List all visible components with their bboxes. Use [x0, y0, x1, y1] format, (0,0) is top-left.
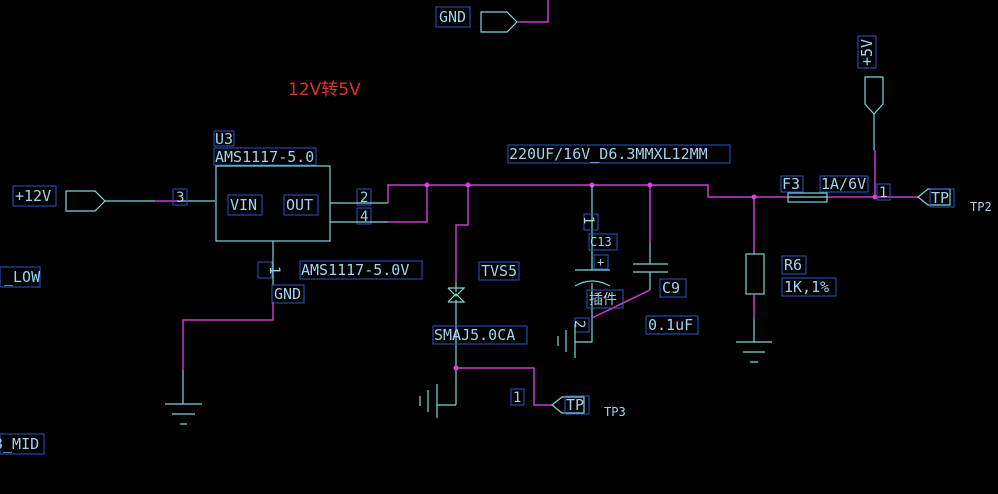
- c13-capacitor[interactable]: 1 C13 + 插件 2: [571, 185, 624, 333]
- u3-pin-gnd-number: 1: [266, 266, 282, 274]
- c13-c9-return-wire: [591, 289, 651, 319]
- tp3-ref: TP3: [604, 405, 626, 419]
- net-low-label: _LOW: [4, 268, 41, 286]
- gnd-symbol-c13: [557, 318, 593, 358]
- r6-value: 1K,1%: [784, 278, 829, 296]
- vout-5v-port-symbol: [864, 76, 884, 115]
- vin-12v-label: +12V: [15, 187, 51, 205]
- gnd-top-wire: [517, 0, 549, 23]
- tvs5-value: SMAJ5.0CA: [434, 326, 515, 344]
- net-low-label-group: _LOW: [0, 266, 41, 288]
- gnd-top-port-symbol: [480, 11, 518, 33]
- tp2-testpoint[interactable]: 1 TP TP2: [876, 183, 992, 214]
- tp3-label: TP: [566, 396, 584, 414]
- c13-pin1: 1: [580, 216, 596, 224]
- gnd-symbol-tvs5: [419, 384, 456, 418]
- vout-5v-label: +5V: [858, 39, 876, 66]
- tp2-symbol: [917, 188, 951, 206]
- tvs5-symbol: [447, 282, 466, 368]
- gnd-symbol-u3: [165, 370, 202, 425]
- c9-capacitor[interactable]: C9 0.1uF: [633, 242, 699, 335]
- junction-dot: [872, 194, 878, 200]
- u3-pin-vin-number: 3: [176, 190, 184, 206]
- u3-value: AMS1117-5.0V: [301, 261, 409, 279]
- bus-note: 220UF/16V_D6.3MMXL12MM: [509, 145, 708, 163]
- section-title: 12V转5V: [288, 80, 361, 100]
- f3-ref: F3: [782, 175, 800, 193]
- vout-5v-port[interactable]: +5V: [857, 35, 884, 150]
- vin-12v-port[interactable]: +12V: [12, 185, 215, 212]
- c13-ref: C13: [590, 235, 612, 249]
- tvs5-diode[interactable]: TVS5 SMAJ5.0CA: [432, 261, 528, 368]
- r6-body: [745, 253, 765, 295]
- u3-gnd-label: GND: [274, 285, 301, 303]
- u3-pin-out-name: OUT: [286, 196, 313, 214]
- u3-part: AMS1117-5.0: [215, 148, 314, 166]
- net-mid-label: 3_MID: [0, 435, 39, 453]
- tp2-ref: TP2: [970, 200, 992, 214]
- u3-gnd-wire: [182, 302, 274, 370]
- gnd-symbol-r6: [736, 318, 772, 363]
- u3-ref: U3: [215, 130, 233, 148]
- tvs5-ref: TVS5: [481, 262, 517, 280]
- tp3-pin: 1: [513, 390, 521, 406]
- r6-resistor[interactable]: R6 1K,1%: [745, 253, 837, 297]
- tp2-label: TP: [931, 189, 949, 207]
- c13-pin2: 2: [571, 320, 587, 328]
- c13-note: 插件: [589, 292, 617, 308]
- u3-out-b-wire: [388, 185, 428, 223]
- tp3-testpoint[interactable]: 1 TP TP3: [510, 388, 626, 419]
- c9-symbol: [633, 242, 668, 290]
- f3-fuse[interactable]: F3 1A/6V: [780, 175, 869, 203]
- junction-dot: [453, 365, 459, 371]
- tp3-symbol: [551, 396, 585, 414]
- c9-value: 0.1uF: [648, 316, 693, 334]
- junction-dot: [751, 194, 757, 200]
- junction-dot: [424, 182, 430, 188]
- f3-value: 1A/6V: [821, 175, 866, 193]
- u3-pin-vin-name: VIN: [230, 196, 257, 214]
- gnd-top-label: GND: [439, 8, 466, 26]
- junction-dot: [647, 182, 653, 188]
- u3-out-leads: [330, 202, 388, 223]
- tvs-top-wire: [455, 185, 469, 282]
- vin-12v-port-symbol: [65, 190, 106, 212]
- c9-ref: C9: [662, 279, 680, 297]
- r6-ref: R6: [784, 256, 802, 274]
- tp2-pin: 1: [879, 185, 887, 201]
- bus-5v-wire: [387, 184, 788, 203]
- c13-symbol: [574, 185, 611, 318]
- net-mid-label-group: 3_MID: [0, 433, 45, 455]
- junction-dot: [465, 182, 471, 188]
- c13-plus: +: [597, 255, 604, 269]
- u3-pin-out-a-number: 2: [360, 190, 368, 206]
- u3-pin-out-b-number: 4: [360, 209, 368, 225]
- gnd-top-port[interactable]: GND: [435, 0, 549, 33]
- tp3-wire: [456, 367, 552, 406]
- u3-regulator[interactable]: U3 AMS1117-5.0 VIN OUT 3 2 4 1 GND AMS11…: [172, 130, 423, 304]
